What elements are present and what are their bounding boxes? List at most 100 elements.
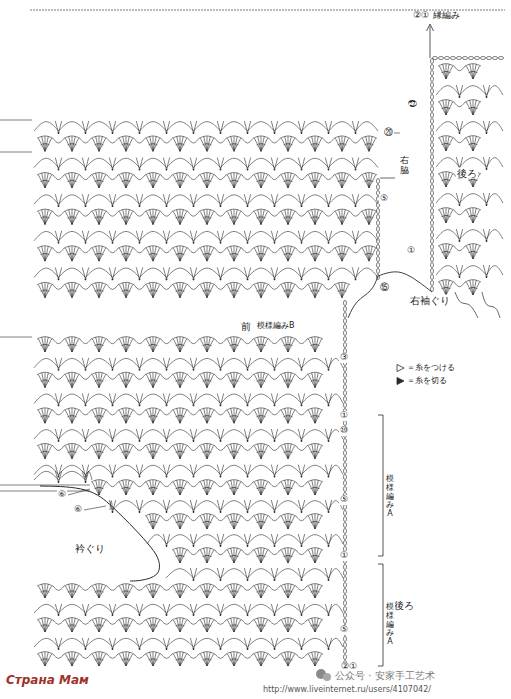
stitch-mark: [261, 136, 264, 151]
stitch-mark: [288, 212, 295, 225]
stitch-mark: [261, 246, 264, 261]
hanging-shell: [455, 292, 478, 318]
stitch-bar: [182, 144, 184, 145]
v-stitch: [55, 194, 58, 206]
shell-top: [64, 443, 80, 445]
chain-loop: [431, 82, 434, 87]
stitch-bar: [95, 452, 97, 453]
v-stitch: [194, 158, 197, 170]
chain-arc: [59, 122, 86, 131]
stitch-bar: [126, 217, 128, 218]
v-stitch: [221, 231, 224, 243]
stitch-bar: [257, 144, 259, 145]
stitch-mark: [38, 138, 45, 151]
chain-arc: [269, 248, 280, 253]
shell-top: [145, 209, 161, 211]
shell-top: [361, 246, 377, 248]
stitch-bar: [446, 287, 448, 288]
stitch-bar: [257, 381, 259, 382]
stitch-bar: [68, 416, 70, 417]
shell-top: [253, 372, 269, 374]
stitch-mark: [315, 210, 318, 225]
v-stitch: [298, 231, 301, 243]
shell-top: [118, 209, 134, 211]
v-stitch: [163, 267, 166, 279]
stitch-mark: [45, 285, 52, 298]
chain-arc: [275, 195, 302, 204]
v-stitch: [244, 231, 247, 243]
stitch-bar: [176, 416, 178, 417]
stitch-mark: [72, 408, 75, 423]
v-stitch: [248, 429, 251, 441]
v-stitch: [275, 429, 278, 441]
v-stitch: [167, 194, 170, 206]
chain-loop: [431, 172, 434, 177]
stitch-dot: [328, 242, 330, 244]
stitch-bar: [234, 344, 236, 345]
stitch-dot: [274, 169, 276, 171]
stitch-bar: [446, 107, 448, 108]
chain-arc: [34, 430, 59, 439]
shell-top: [145, 246, 161, 248]
stitch-dot: [166, 205, 168, 207]
chain-arc: [454, 210, 465, 215]
chain-arc: [221, 231, 248, 240]
stitch-dot: [85, 369, 87, 371]
stitch-dot: [328, 132, 330, 134]
stitch-bar: [365, 144, 367, 145]
chain-arc: [188, 212, 199, 217]
v-stitch: [190, 158, 193, 170]
stitch-bar: [446, 179, 448, 180]
stitch-bar: [126, 380, 128, 381]
stitch-mark: [473, 210, 480, 223]
stitch-bar: [126, 344, 128, 345]
v-stitch: [109, 158, 112, 170]
stitch-mark: [180, 410, 187, 423]
chain-arc: [242, 175, 253, 180]
v-stitch: [325, 231, 328, 243]
shell-top: [361, 173, 377, 175]
stitch-dot: [112, 440, 114, 442]
v-stitch: [140, 358, 143, 370]
stitch-mark: [281, 410, 288, 423]
chain-arc: [53, 339, 64, 344]
stitch-mark: [45, 173, 48, 188]
chain-loop: [431, 154, 434, 159]
chain-arc: [34, 158, 59, 167]
v-stitch: [167, 121, 170, 133]
v-stitch: [59, 358, 62, 370]
chain-arc: [161, 212, 172, 217]
stitch-bar: [99, 253, 101, 254]
v-stitch: [140, 121, 143, 133]
chain-arc: [167, 358, 194, 367]
shell-top: [145, 136, 161, 138]
v-stitch: [217, 194, 220, 206]
stitch-mark: [126, 375, 133, 388]
v-stitch: [190, 267, 193, 279]
stitch-bar: [47, 254, 49, 255]
stitch-mark: [45, 373, 48, 388]
stitch-bar: [128, 144, 130, 145]
stitch-mark: [439, 174, 446, 187]
stitch-bar: [41, 345, 43, 346]
stitch-dot: [85, 440, 87, 442]
v-stitch: [248, 393, 251, 405]
shell-top: [253, 282, 269, 284]
chain-arc: [296, 212, 307, 217]
stitch-mark: [369, 175, 376, 188]
v-stitch: [298, 429, 301, 441]
v-stitch: [82, 267, 85, 279]
v-stitch: [167, 158, 170, 170]
v-stitch: [136, 158, 139, 170]
v-stitch: [248, 358, 251, 370]
chain-arc: [161, 446, 172, 451]
stitch-mark: [153, 246, 156, 261]
v-stitch: [136, 121, 139, 133]
chain-loop: [377, 214, 380, 219]
stitch-mark: [45, 138, 52, 151]
stitch-bar: [68, 452, 70, 453]
stitch-mark: [254, 339, 261, 352]
fan-row: [438, 100, 481, 115]
arc-row: [34, 194, 378, 207]
stitch-bar: [263, 291, 265, 292]
